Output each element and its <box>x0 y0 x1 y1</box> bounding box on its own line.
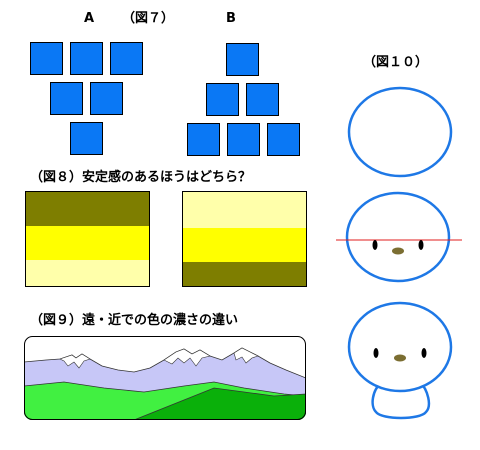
band-dark <box>183 262 306 286</box>
head-outline <box>345 191 451 283</box>
block <box>206 83 239 116</box>
fig8-panel-dark-top <box>25 191 150 287</box>
snow-cap <box>59 353 91 369</box>
band-bright <box>183 228 306 262</box>
block <box>246 83 279 116</box>
block <box>70 42 103 75</box>
fig10-caption: （図１０） <box>363 55 429 70</box>
snow-cap <box>163 348 211 367</box>
head-outline <box>347 301 453 393</box>
block <box>110 42 143 75</box>
block <box>187 123 220 156</box>
block <box>90 82 123 115</box>
left-eye <box>373 348 379 358</box>
block <box>267 123 300 156</box>
nose <box>394 354 406 362</box>
left-eye <box>372 240 378 250</box>
band-bright <box>26 226 149 260</box>
fig9-landscape <box>24 336 306 420</box>
hill-dark-green <box>133 387 306 420</box>
fig10-egg <box>347 86 453 178</box>
fig7-label-b: B <box>226 11 236 26</box>
band-pale <box>183 192 306 228</box>
block <box>50 82 83 115</box>
block <box>227 123 260 156</box>
fig7-caption: （図７） <box>122 11 175 26</box>
fig7-label-a: A <box>84 11 95 26</box>
body-outline <box>371 381 431 420</box>
snow-cap <box>233 347 259 364</box>
fig10-face-guide <box>336 191 462 283</box>
block <box>226 43 259 76</box>
block <box>30 42 63 75</box>
fig8-panel-dark-bottom <box>182 191 307 287</box>
right-eye <box>421 348 427 358</box>
band-dark <box>26 192 149 226</box>
band-pale <box>26 260 149 286</box>
fig10-character <box>347 301 453 420</box>
right-eye <box>418 240 424 250</box>
fig8-caption: （図８）安定感のあるほうはどちら？ <box>30 170 252 185</box>
frame <box>24 336 306 420</box>
block <box>70 122 103 155</box>
fig9-caption: （図９）遠・近での色の濃さの違い <box>30 313 239 328</box>
nose <box>392 247 404 255</box>
